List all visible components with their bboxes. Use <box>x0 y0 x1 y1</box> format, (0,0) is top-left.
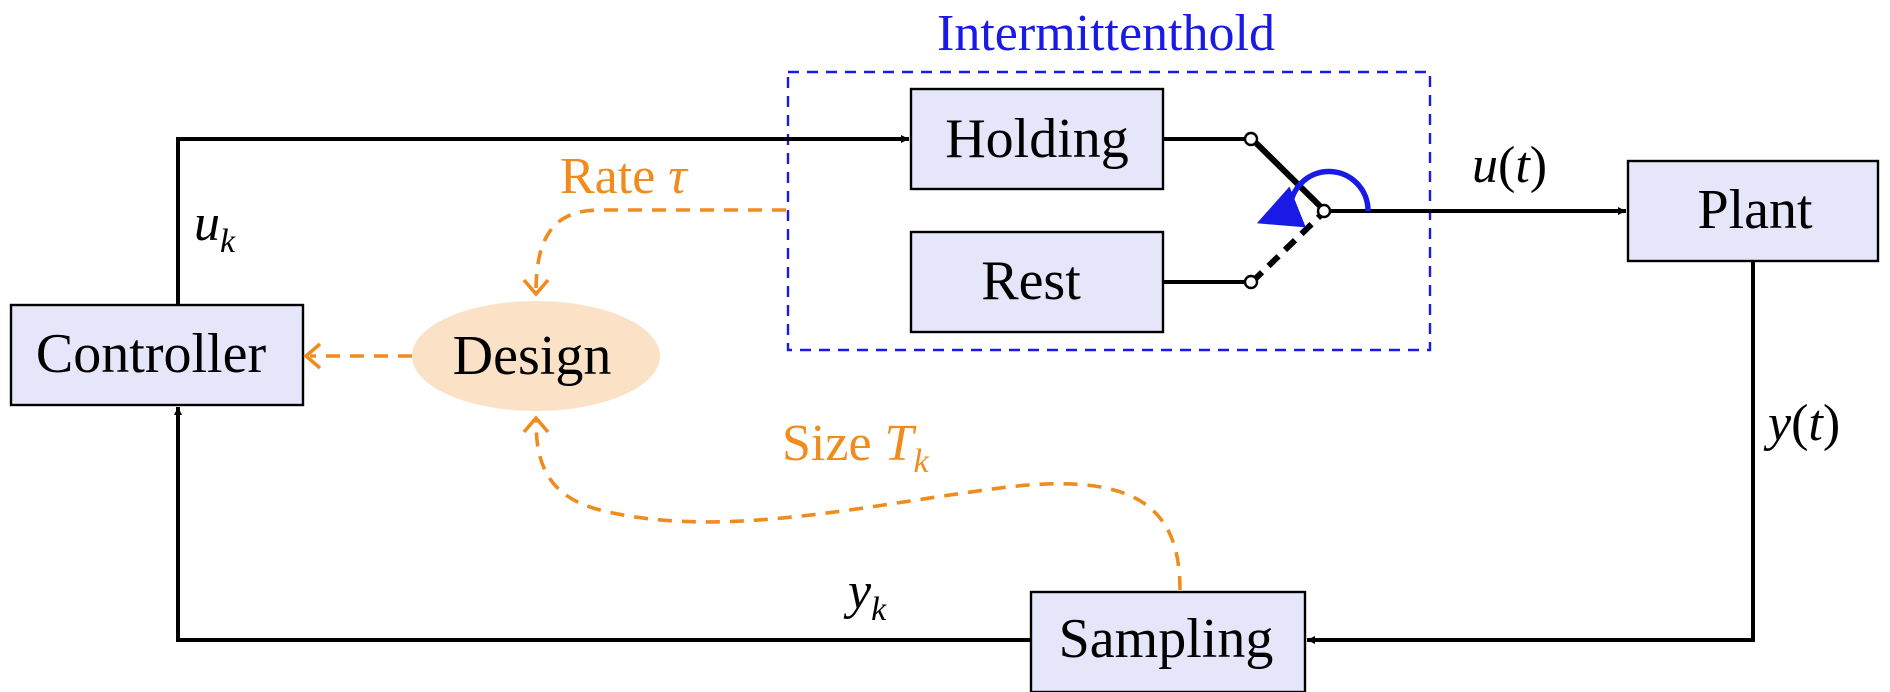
y-t-name: y <box>1763 395 1792 452</box>
holding-label: Holding <box>945 108 1129 170</box>
size-dashed-path <box>534 419 1182 591</box>
rate-label: Rate τ <box>560 148 689 205</box>
rest-label: Rest <box>981 250 1081 312</box>
controller-to-holding-wire <box>176 135 909 305</box>
u-t-name: u <box>1472 137 1498 194</box>
u-t-label: u(t) <box>1472 137 1547 194</box>
rate-dashed-path <box>534 208 786 293</box>
switch-pivot <box>1316 203 1332 219</box>
size-label: Size Tk <box>782 415 929 480</box>
y-t-label: y(t) <box>1763 395 1840 452</box>
sampling-block: Sampling <box>1029 590 1307 692</box>
y-k-label: yk <box>843 563 887 628</box>
design-label: Design <box>453 325 612 387</box>
hold-switch <box>1243 131 1371 290</box>
controller-label: Controller <box>36 323 267 385</box>
u-k-sub: k <box>220 223 236 260</box>
y-t-arg: t <box>1808 395 1824 452</box>
rate-text: Rate <box>560 148 668 205</box>
intermittent-hold-title: Intermittenthold <box>937 5 1275 62</box>
holding-block: Holding <box>909 87 1165 191</box>
size-sub: k <box>913 443 929 480</box>
y-k-sub: k <box>871 591 887 628</box>
size-arrowhead <box>522 415 550 434</box>
u-k-label: uk <box>194 195 236 260</box>
switch-contact-top <box>1243 131 1259 147</box>
plant-to-sampling-wire <box>1307 261 1755 644</box>
plant-block: Plant <box>1626 159 1880 263</box>
rest-block: Rest <box>909 230 1165 334</box>
sampling-label: Sampling <box>1059 608 1274 670</box>
switch-contact-bottom <box>1243 274 1259 290</box>
rate-symbol: τ <box>668 148 689 205</box>
switch-rotation-arrow <box>1256 168 1371 228</box>
u-k-name: u <box>194 195 220 252</box>
y-k-name: y <box>843 563 872 620</box>
design-to-controller-arrowhead <box>303 342 322 370</box>
design-block: Design <box>412 301 660 411</box>
sampling-to-controller-wire <box>174 407 1031 642</box>
plant-label: Plant <box>1697 179 1813 241</box>
size-symbol: T <box>885 415 917 472</box>
rate-arrowhead <box>522 278 550 297</box>
controller-block: Controller <box>9 303 305 407</box>
u-t-arg: t <box>1515 137 1531 194</box>
size-text: Size <box>782 415 885 472</box>
